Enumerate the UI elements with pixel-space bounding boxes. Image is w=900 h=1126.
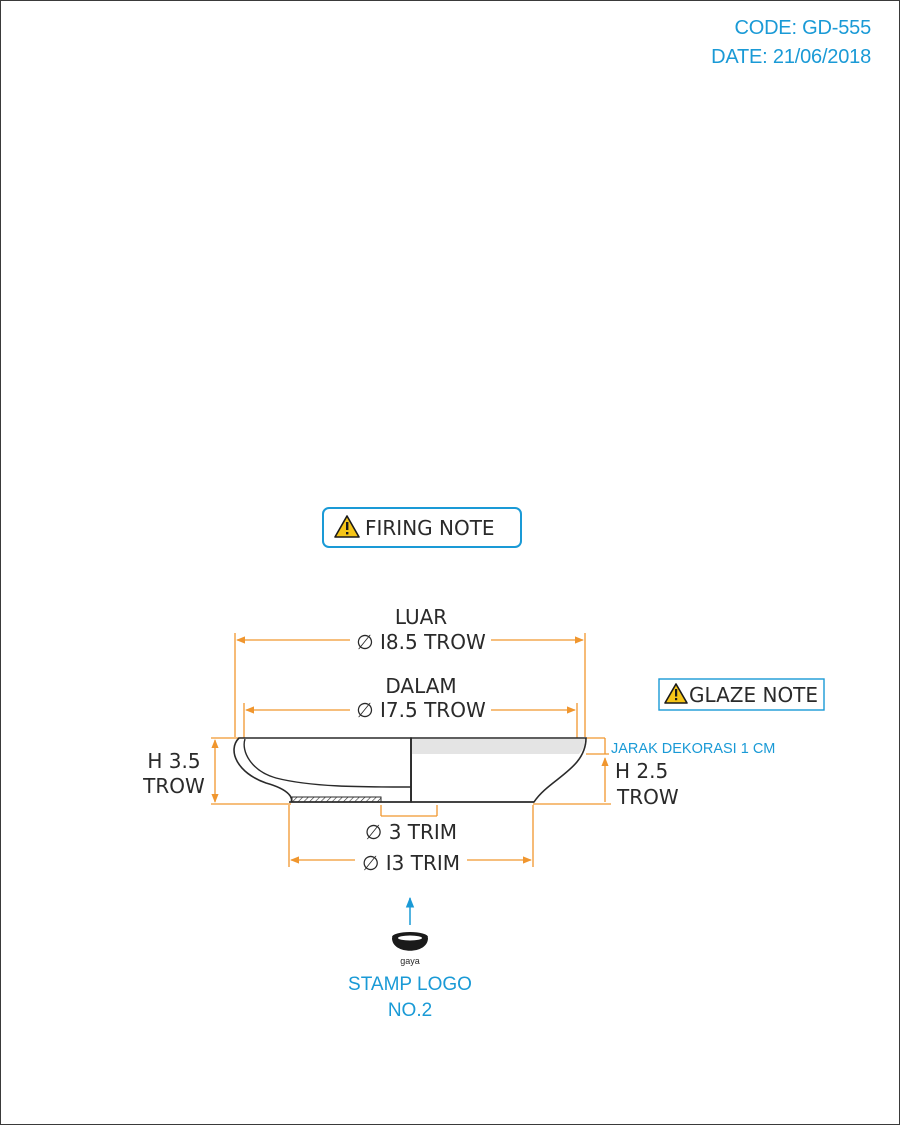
decoration-gap-label: JARAK DEKORASI 1 CM <box>611 741 775 757</box>
bowl-profile <box>233 737 587 803</box>
outer-diameter-title: LUAR <box>395 605 447 629</box>
total-height-label: H 3.5 <box>147 749 200 773</box>
glaze-band <box>411 739 585 754</box>
warning-icon <box>334 515 360 538</box>
foot-outer-diameter: ∅ I3 TRIM <box>362 851 460 875</box>
foot-inner-diameter: ∅ 3 TRIM <box>365 820 457 844</box>
stamp-logo-text: gaya <box>400 956 420 966</box>
drawing-date: DATE: 21/06/2018 <box>711 46 871 68</box>
dimension-lines <box>211 633 611 867</box>
total-height-unit: TROW <box>142 774 205 798</box>
glaze-note-label: GLAZE NOTE <box>689 683 818 707</box>
outer-diameter-value: ∅ I8.5 TROW <box>356 630 486 654</box>
stamp-logo-label: STAMP LOGO <box>348 974 472 995</box>
firing-note-label: FIRING NOTE <box>365 516 495 540</box>
body-height-label: H 2.5 <box>615 759 668 783</box>
warning-icon <box>664 683 688 704</box>
inner-diameter-title: DALAM <box>385 674 456 698</box>
stamp-logo-icon <box>392 932 428 951</box>
stamp-logo-number: NO.2 <box>388 1000 432 1021</box>
body-height-unit: TROW <box>616 785 679 809</box>
product-code: CODE: GD-555 <box>734 17 871 39</box>
firing-note[interactable]: FIRING NOTE <box>322 507 522 548</box>
glaze-note[interactable]: GLAZE NOTE <box>658 678 825 711</box>
inner-diameter-value: ∅ I7.5 TROW <box>356 698 486 722</box>
